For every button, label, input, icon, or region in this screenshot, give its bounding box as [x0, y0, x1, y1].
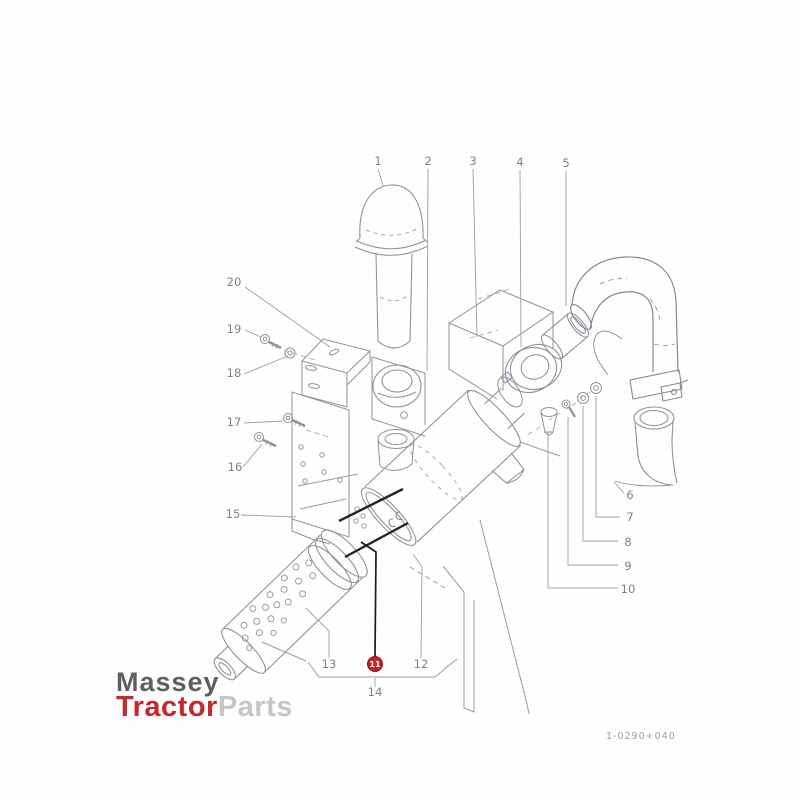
body-interior-holes — [353, 506, 403, 529]
watermark-logo: Massey TractorParts — [116, 669, 293, 722]
callout-2: 2 — [424, 154, 431, 168]
bolt-16 — [254, 432, 277, 448]
callout-11: 11 — [369, 660, 381, 669]
callout-20: 20 — [227, 275, 242, 289]
air-cleaner-body — [360, 387, 525, 546]
callout-7: 7 — [626, 510, 633, 524]
highlight-circle — [367, 656, 383, 672]
callout-4: 4 — [516, 155, 523, 169]
hose-ring — [372, 364, 422, 419]
callout-9: 9 — [624, 559, 631, 573]
hose-clamp — [629, 369, 689, 402]
bolt-19 — [260, 334, 282, 350]
callout-3: 3 — [469, 154, 476, 168]
watermark-tractorparts: TractorParts — [116, 693, 293, 722]
callout-11-highlighted: 11 — [367, 656, 383, 672]
callout-10: 10 — [621, 582, 636, 596]
gasket-ring — [504, 343, 563, 394]
callout-18: 18 — [227, 366, 242, 380]
stud-9 — [561, 399, 576, 418]
intake-tube — [375, 253, 413, 349]
plenum-box — [447, 289, 555, 400]
nut-7 — [590, 382, 602, 394]
watermark-tractor: Tractor — [116, 691, 218, 723]
alignment-dashes — [283, 288, 591, 439]
callout-8: 8 — [624, 535, 631, 549]
coupling-sleeve — [540, 312, 590, 360]
watermark-massey: Massey — [116, 667, 220, 697]
callout-12: 12 — [414, 657, 429, 671]
inlet-stub — [377, 429, 415, 471]
drain-valve-10 — [540, 407, 558, 436]
support-rod — [593, 330, 623, 376]
callout-17: 17 — [227, 415, 242, 429]
callout-13: 13 — [322, 657, 337, 671]
mounting-bracket — [301, 338, 371, 408]
leader-line-highlighted — [360, 541, 377, 657]
support-panel — [261, 441, 561, 715]
bolt-17 — [283, 413, 306, 428]
callout-1: 1 — [374, 154, 381, 168]
section-cut-marks — [338, 487, 409, 559]
callout-15: 15 — [226, 507, 241, 521]
callout-labels: 1 2 3 4 5 6 7 8 9 10 12 13 14 15 16 17 1… — [226, 154, 636, 699]
callout-19: 19 — [227, 322, 242, 336]
washer-8 — [577, 392, 589, 404]
callout-14: 14 — [368, 685, 383, 699]
mounting-plate — [291, 356, 426, 545]
washer-18 — [284, 347, 296, 359]
drawing-reference-code: 1-0290+040 — [606, 731, 676, 742]
watermark-parts: Parts — [217, 691, 293, 723]
callout-6: 6 — [626, 488, 633, 502]
lower-pipe — [614, 406, 678, 487]
filter-element — [213, 529, 368, 681]
elbow-hose — [570, 256, 679, 373]
leader-lines — [240, 168, 625, 687]
callout-16: 16 — [228, 460, 243, 474]
callout-5: 5 — [562, 156, 569, 170]
rain-cap — [354, 184, 429, 256]
